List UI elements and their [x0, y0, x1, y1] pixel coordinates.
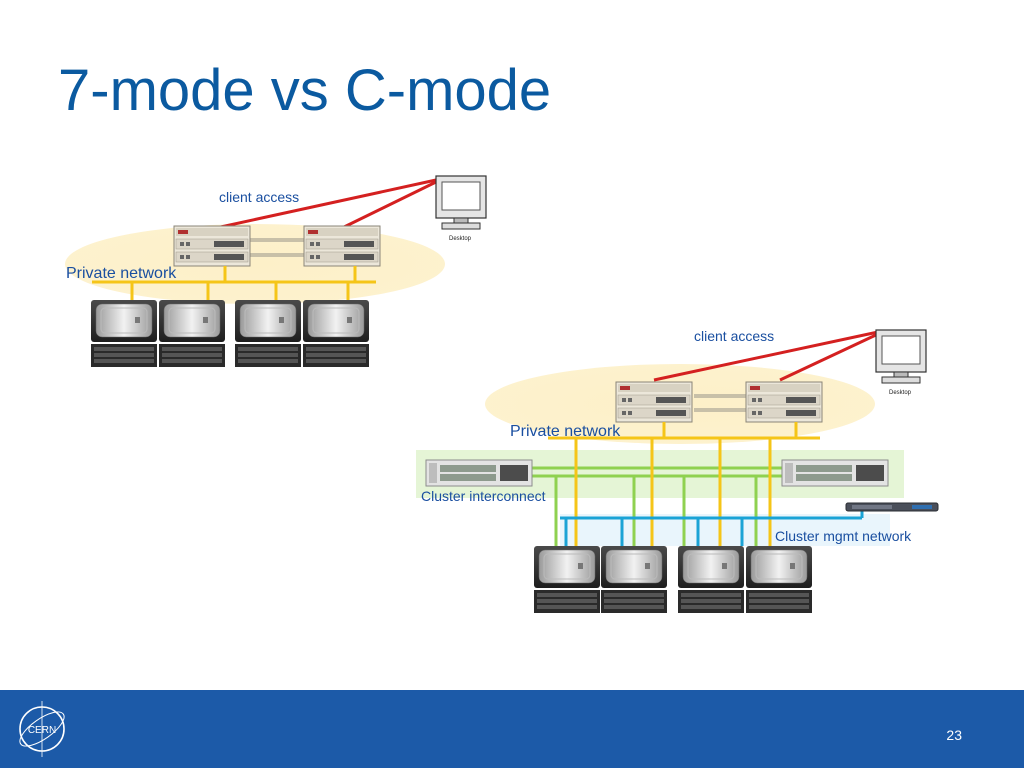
cmode-client-line: [779, 332, 879, 382]
slide-title: 7-mode vs C-mode: [58, 58, 552, 123]
cmode-shelf-1: [533, 545, 601, 614]
sevenmode-shelf-1: [90, 299, 158, 368]
sevenmode-client-line: [341, 180, 437, 230]
cmode-cluster-switch-2: [781, 459, 889, 487]
sevenmode-diagram: Desktop client access Private network: [65, 175, 487, 368]
cmode-client-access-label: client access: [694, 328, 774, 344]
cmode-cluster-interconnect-label: Cluster interconnect: [421, 488, 546, 504]
sevenmode-desktop-label: Desktop: [449, 236, 472, 242]
cmode-mgmt-switch: [845, 502, 939, 512]
cmode-shelf-4: [745, 545, 813, 614]
network-diagram: Desktop client access Private network: [65, 175, 939, 614]
cmode-shelf-3: [677, 545, 745, 614]
cmode-controller-1: [615, 381, 693, 423]
sevenmode-shelf-4: [302, 299, 370, 368]
cmode-shelf-2: [600, 545, 668, 614]
cmode-private-network-label: Private network: [510, 423, 621, 440]
page-number: 23: [946, 727, 962, 743]
slide-footer: CERN 23: [0, 690, 1024, 768]
sevenmode-client-access-label: client access: [219, 189, 299, 205]
cern-logo-text: CERN: [28, 725, 56, 736]
sevenmode-private-network-label: Private network: [66, 265, 177, 282]
cmode-desktop-icon: [875, 329, 927, 384]
cern-logo-icon: CERN: [19, 701, 65, 757]
cmode-client-line: [653, 330, 879, 382]
sevenmode-shelf-2: [158, 299, 226, 368]
cmode-diagram: Desktop: [416, 328, 939, 614]
sevenmode-controller-2: [303, 225, 381, 267]
sevenmode-shelf-3: [234, 299, 302, 368]
cmode-desktop-label: Desktop: [889, 390, 912, 396]
cmode-cluster-mgmt-label: Cluster mgmt network: [775, 528, 912, 544]
sevenmode-controller-1: [173, 225, 251, 267]
sevenmode-glow: [65, 224, 445, 304]
cmode-controller-2: [745, 381, 823, 423]
sevenmode-desktop-icon: [435, 175, 487, 230]
sevenmode-client-line: [215, 178, 437, 230]
cmode-cluster-switch-1: [425, 459, 533, 487]
